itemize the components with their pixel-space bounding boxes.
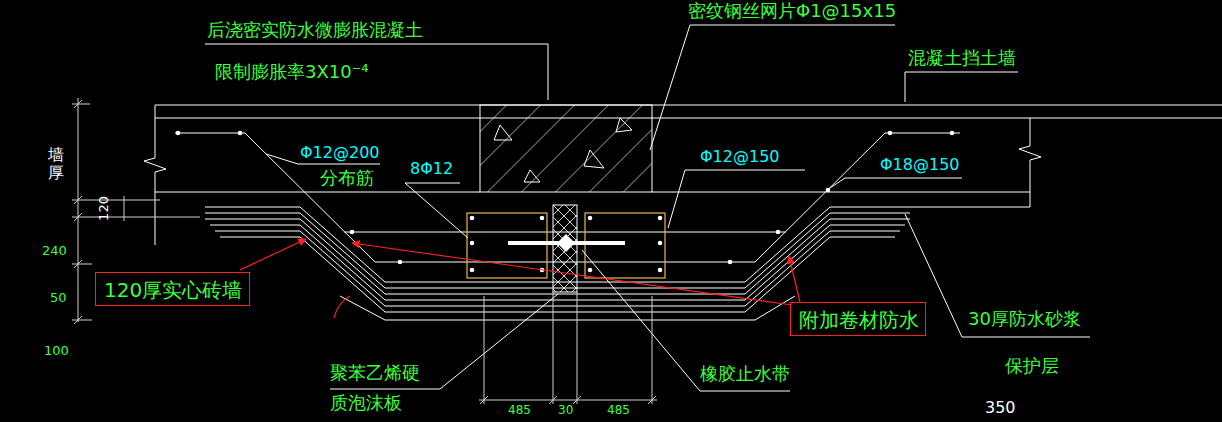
callout-text: 120厚实心砖墙 [104, 278, 241, 302]
dimension-line [479, 400, 657, 401]
note-text: 聚苯乙烯硬 质泡沫板 [330, 358, 426, 418]
wall-outline [652, 192, 1030, 193]
callout-arrow [240, 239, 800, 318]
note-text: 密纹钢丝网片Φ1@15x15 [688, 1, 896, 22]
rebar-dot [470, 268, 475, 273]
rubber-waterstop [557, 234, 575, 252]
note-text: 限制膨胀率3X10⁻⁴ [215, 62, 368, 83]
rebar-dot [658, 216, 663, 221]
rebar-dot [588, 268, 593, 273]
rebar [175, 133, 960, 262]
leader-line [582, 250, 790, 391]
waterproof-layers [340, 296, 795, 320]
dimension-text: 100 [44, 344, 69, 359]
rebar-dot [658, 241, 663, 246]
dimension-line [72, 200, 160, 201]
rebar-label: Φ12@150 [700, 148, 780, 166]
note-text: 墙厚 [48, 146, 64, 181]
rebar-dot [826, 188, 831, 193]
dimension-text: 485 [607, 404, 630, 418]
note-text: 保护层 [1005, 356, 1059, 377]
post-pour-concrete [494, 125, 512, 140]
wall-outline [910, 207, 1030, 208]
callout-arrow [334, 296, 350, 318]
dimension-line [72, 104, 90, 105]
callout-box: 附加卷材防水 [790, 302, 926, 336]
dimension-line [577, 292, 578, 404]
rubber-waterstop [508, 234, 625, 252]
post-pour-concrete [584, 150, 604, 168]
note-text: 350 [985, 399, 1016, 417]
callout-arrow [240, 239, 306, 270]
dimension-line [553, 292, 554, 404]
rebar-label: 8Φ12 [410, 160, 453, 178]
callout-arrow [352, 243, 792, 305]
callout-text: 附加卷材防水 [799, 308, 917, 332]
foam-board [553, 205, 577, 292]
dimension-line [72, 217, 200, 218]
rebar-label: Φ18@150 [880, 156, 960, 174]
note-text: 后浇密实防水微膨胀混凝土 [207, 20, 423, 41]
leader-line [650, 25, 895, 150]
post-pour-concrete [524, 170, 540, 182]
dimension-line [72, 264, 92, 265]
dimension-text: 50 [50, 291, 67, 306]
rebar-dot [776, 230, 781, 235]
note-text: 30厚防水砂浆 [968, 309, 1081, 330]
rebar-dot [176, 131, 181, 136]
rebar-dot [728, 260, 733, 265]
dimension-line [124, 196, 125, 221]
rebar-dot [950, 131, 955, 136]
dimension-line [72, 320, 92, 321]
rebar-dot [398, 260, 403, 265]
post-pour-concrete [616, 118, 632, 132]
rebar-dot [888, 131, 893, 136]
note-text: 橡胶止水带 [700, 364, 790, 385]
leader-line [205, 44, 548, 100]
post-pour-concrete [480, 105, 652, 192]
dimension-text: 485 [508, 404, 531, 418]
rebar-dot [658, 268, 663, 273]
leader-line [905, 72, 1018, 102]
wall-outline [1019, 118, 1041, 207]
dimension-text: 120 [97, 196, 112, 221]
leader-line [205, 25, 1090, 391]
rebar-dot [350, 230, 355, 235]
wall-outline [155, 192, 480, 193]
leader-line [405, 183, 468, 238]
dimension-line [480, 396, 656, 404]
leader-line [830, 178, 962, 188]
dimension-line [652, 296, 653, 404]
dimension-line [72, 98, 657, 404]
dimension-line [78, 98, 79, 322]
dimension-text: 30 [558, 404, 573, 418]
dimension-text: 240 [42, 244, 67, 259]
rebar-dot [470, 216, 475, 221]
leader-line [905, 214, 1090, 337]
rebar-dot [540, 216, 545, 221]
callout-box: 120厚实心砖墙 [95, 272, 250, 306]
note-text: 混凝土挡土墙 [908, 48, 1016, 69]
dimension-line [74, 100, 82, 324]
rebar-dot [238, 131, 243, 136]
note-text: 分布筋 [320, 168, 374, 189]
rebar-dot [588, 216, 593, 221]
dimension-line [484, 296, 485, 404]
callout-arrow [789, 256, 800, 302]
foam-board [553, 205, 577, 292]
rebar-dot [470, 241, 475, 246]
leader-line [668, 170, 805, 228]
wall-outline [144, 105, 166, 245]
wall-outline [155, 118, 1222, 119]
post-pour-concrete [480, 105, 652, 192]
wall-outline [155, 105, 1222, 106]
rebar [175, 133, 960, 262]
rebar-label: Φ12@200 [300, 144, 380, 162]
